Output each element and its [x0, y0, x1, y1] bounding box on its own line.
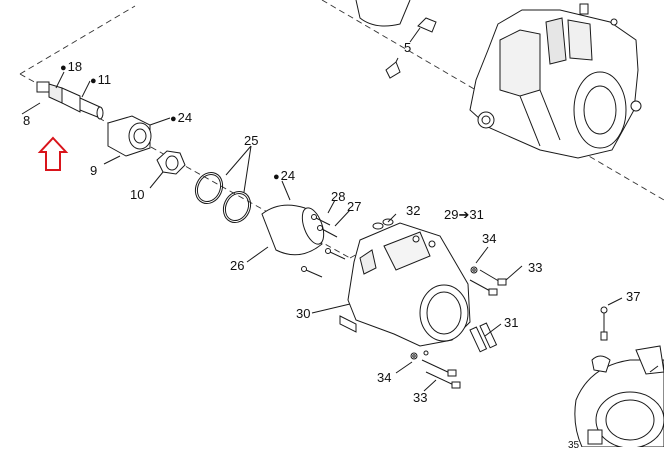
label-part-37: 37: [626, 289, 641, 304]
drive-shaft-part: [21, 81, 104, 120]
label-part-26: 26: [230, 258, 245, 273]
label-part-9: 9: [90, 163, 98, 178]
label-part-27: 27: [347, 199, 362, 214]
pump-housing-part: [311, 222, 471, 347]
housing-bolts-bottom: [395, 350, 461, 392]
label-part-34-bottom: 34: [377, 370, 392, 385]
label-part-32: 32: [406, 203, 421, 218]
label-part-33-right: 33: [528, 260, 543, 275]
label-part-31: 31: [504, 315, 519, 330]
label-part-25: 25: [244, 133, 259, 148]
label-part-8: 8: [23, 113, 31, 128]
housing-bolts-right: [469, 246, 523, 296]
label-part-33-bottom: 33: [413, 390, 428, 405]
label-part-30: 30: [296, 306, 311, 321]
label-part-18: ●18: [60, 59, 83, 75]
label-part-34-right: 34: [482, 231, 497, 246]
label-part-29-31: 29➔31: [444, 207, 484, 222]
leader-lines: [55, 71, 291, 201]
oil-drop-icon: ●: [170, 113, 177, 125]
label-part-24-lower: ●24: [273, 168, 296, 184]
label-part-24-upper: ●24: [170, 110, 193, 126]
label-part-10: 10: [130, 187, 145, 202]
label-part-5: 5: [404, 40, 412, 55]
oil-drop-icon: ●: [60, 62, 67, 74]
nozzle-housing-part: [574, 297, 664, 447]
range-arrow-icon: ➔: [458, 207, 470, 222]
oil-drop-icon: ●: [273, 171, 280, 183]
jet-pump-body-part: [355, 0, 642, 159]
cone-part: [246, 204, 325, 263]
o-ring-pair: [194, 145, 252, 224]
small-bolt-set: [301, 199, 351, 278]
small-o-ring-set: [372, 213, 397, 230]
label-part-28: 28: [331, 189, 346, 204]
label-part-35: 35: [568, 440, 580, 451]
label-part-11: ●11: [90, 72, 112, 88]
tube-fittings: [469, 322, 502, 353]
nut-part: [149, 150, 186, 189]
oil-drop-icon: ●: [90, 75, 97, 87]
bearing-part: [103, 115, 152, 165]
red-up-arrow-icon: [37, 136, 69, 171]
